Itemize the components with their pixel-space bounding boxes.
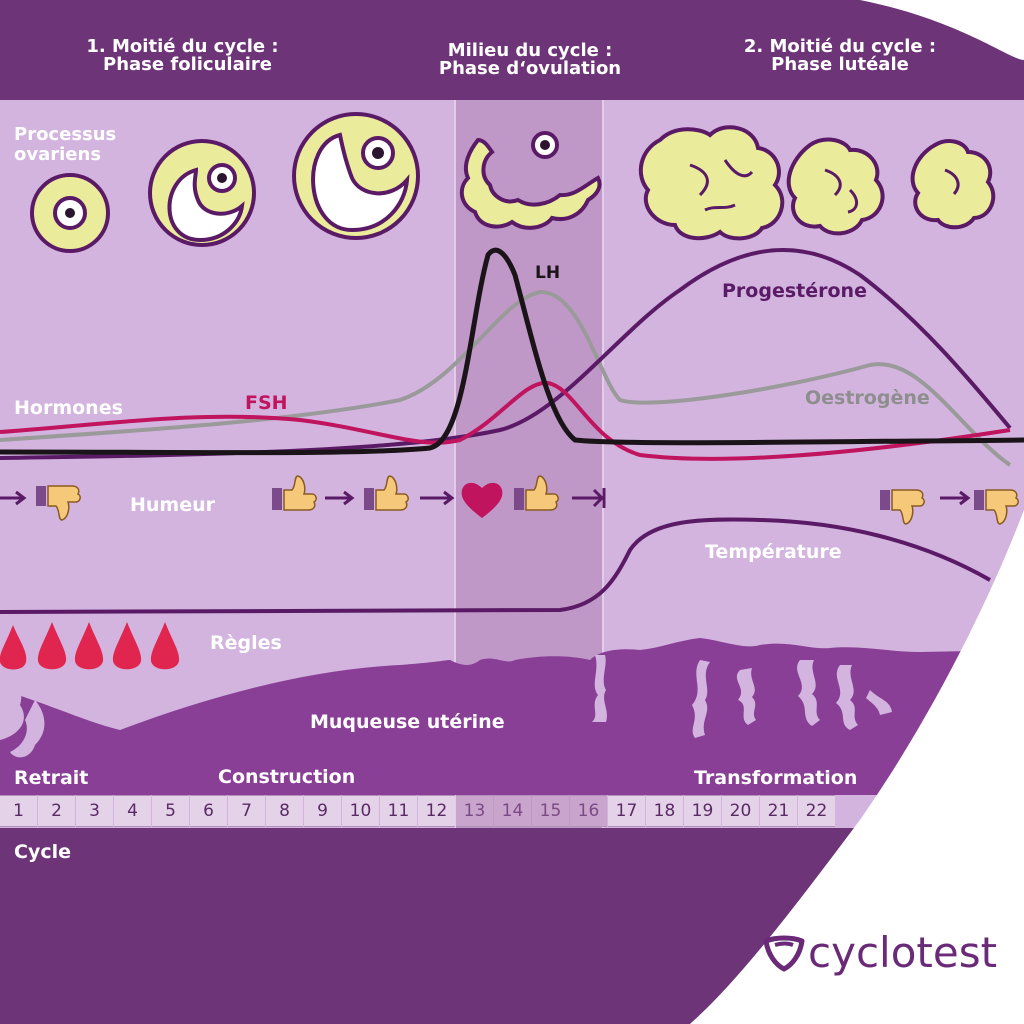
fsh-curve xyxy=(0,380,1011,461)
mood-thumbs-down-1 xyxy=(34,480,84,531)
thumbs-up-icon xyxy=(514,475,559,511)
ovarian-label: Processus ovariens xyxy=(14,124,117,165)
corpus-luteum-medium xyxy=(786,137,885,236)
cycle-day-14: 14 xyxy=(494,795,531,827)
cycle-day-2: 2 xyxy=(38,795,75,827)
mood-thumbs-down-2 xyxy=(878,484,928,535)
cycle-day-4: 4 xyxy=(114,795,151,827)
period-label: Règles xyxy=(210,632,282,654)
blood-drop xyxy=(74,622,104,670)
cyclotest-logo-icon xyxy=(763,935,805,971)
cycle-label: Cycle xyxy=(14,841,71,863)
cycle-day-6: 6 xyxy=(190,795,227,827)
hormones-label: Hormones xyxy=(14,397,123,419)
mood-heart xyxy=(460,478,504,527)
cycle-day-13: 13 xyxy=(456,795,493,827)
period-drops xyxy=(0,622,180,670)
cycle-day-3: 3 xyxy=(76,795,113,827)
phase-luteal-header: 2. Moitié du cycle : Phase lutéale xyxy=(735,38,945,74)
phase-follicular-header: 1. Moitié du cycle : Phase foliculaire xyxy=(70,38,295,74)
estrogen-label: Oestrogène xyxy=(805,387,930,409)
phase-follicular-line1: 1. Moitié du cycle : xyxy=(86,36,279,57)
thumbs-down-icon xyxy=(880,489,925,525)
phase-ovulation-header: Milieu du cycle : Phase d‘ovulation xyxy=(430,42,630,78)
cycle-day-20: 20 xyxy=(722,795,759,827)
blood-drop xyxy=(37,622,67,670)
corpus-luteum-large xyxy=(638,125,785,241)
lh-curve xyxy=(0,247,1024,456)
progesterone-label: Progestérone xyxy=(722,280,867,302)
cycle-day-12: 12 xyxy=(418,795,455,827)
mood-thumbs-up-2 xyxy=(362,470,412,521)
fsh-label: FSH xyxy=(245,392,288,414)
cycle-day-18: 18 xyxy=(646,795,683,827)
cycle-day-19: 19 xyxy=(684,795,721,827)
mood-thumbs-up-1 xyxy=(270,470,320,521)
retreat-label: Retrait xyxy=(14,767,89,789)
blood-drop xyxy=(0,625,27,670)
cycle-day-22: 22 xyxy=(798,795,835,827)
heart-icon xyxy=(461,482,503,518)
blood-drop xyxy=(112,622,142,670)
cycle-day-5: 5 xyxy=(152,795,189,827)
phase-luteal-line1: 2. Moitié du cycle : xyxy=(743,36,937,57)
build-label: Construction xyxy=(218,766,356,788)
mood-label: Humeur xyxy=(130,494,216,516)
follicle-secondary xyxy=(148,139,256,247)
brand-name: cyclotest xyxy=(808,928,998,977)
cycle-day-8: 8 xyxy=(266,795,303,827)
mood-arrows xyxy=(0,488,971,508)
follicle-primary xyxy=(30,173,110,253)
cycle-day-10: 10 xyxy=(342,795,379,827)
corner-swoosh xyxy=(860,0,1024,60)
blood-drop xyxy=(150,622,180,670)
cycle-day-15: 15 xyxy=(532,795,569,827)
thumbs-up-icon xyxy=(364,475,409,511)
cycle-day-9: 9 xyxy=(304,795,341,827)
mucosa-label: Muqueuse utérine xyxy=(310,711,505,733)
thumbs-down-icon xyxy=(36,485,81,521)
mood-thumbs-down-3 xyxy=(972,484,1022,535)
phase-ovulation-line2: Phase d‘ovulation xyxy=(438,58,622,79)
lh-label: LH xyxy=(535,263,561,283)
phase-follicular-line2: Phase foliculaire xyxy=(103,54,272,75)
transform-label: Transformation xyxy=(694,767,858,789)
corpus-luteum-small xyxy=(910,139,996,230)
cycle-day-1: 1 xyxy=(0,795,37,827)
follicle-tertiary xyxy=(292,112,420,240)
cycle-day-7: 7 xyxy=(228,795,265,827)
temperature-label: Température xyxy=(705,541,842,563)
cycle-day-16: 16 xyxy=(570,795,607,827)
thumbs-up-icon xyxy=(272,475,317,511)
brand-logo: cyclotest xyxy=(760,928,997,977)
phase-luteal-line2: Phase lutéale xyxy=(771,54,909,75)
phase-ovulation-line1: Milieu du cycle : xyxy=(447,40,613,61)
ovulation-follicle xyxy=(459,131,602,230)
thumbs-down-icon xyxy=(974,489,1019,525)
cycle-day-17: 17 xyxy=(608,795,645,827)
cycle-day-11: 11 xyxy=(380,795,417,827)
mood-thumbs-up-3 xyxy=(512,470,562,521)
cycle-day-21: 21 xyxy=(760,795,797,827)
